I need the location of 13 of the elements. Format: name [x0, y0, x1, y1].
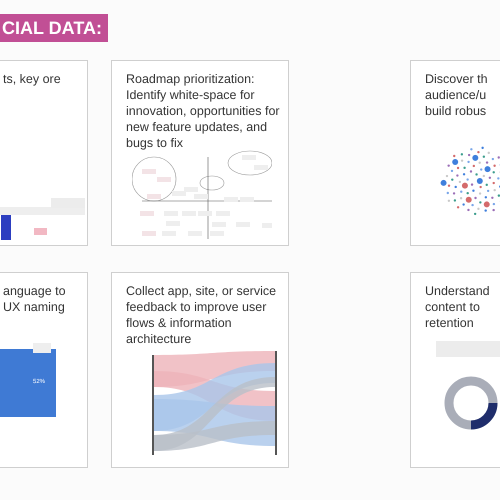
card-panel	[111, 272, 289, 468]
card-heading: Collect app, site, or service feedback to improve user flows & information architecture	[126, 283, 278, 347]
card-heading: Roadmap prioritization: Identify white-space for innovation, opportunities for new feature updates, and bugs to fix	[126, 71, 281, 151]
card-panel	[410, 60, 500, 246]
card-panel	[111, 60, 289, 246]
slide-title: CIAL DATA:	[0, 14, 108, 42]
card-heading: anguage to UX naming	[3, 283, 67, 315]
card-panel	[410, 272, 500, 468]
card-panel	[0, 272, 88, 468]
card-panel	[0, 60, 88, 246]
card-heading: ts, key ore	[3, 71, 62, 87]
card-heading: Discover th audience/u build robus	[425, 71, 489, 119]
card-heading: Understand content to retention	[425, 283, 491, 331]
